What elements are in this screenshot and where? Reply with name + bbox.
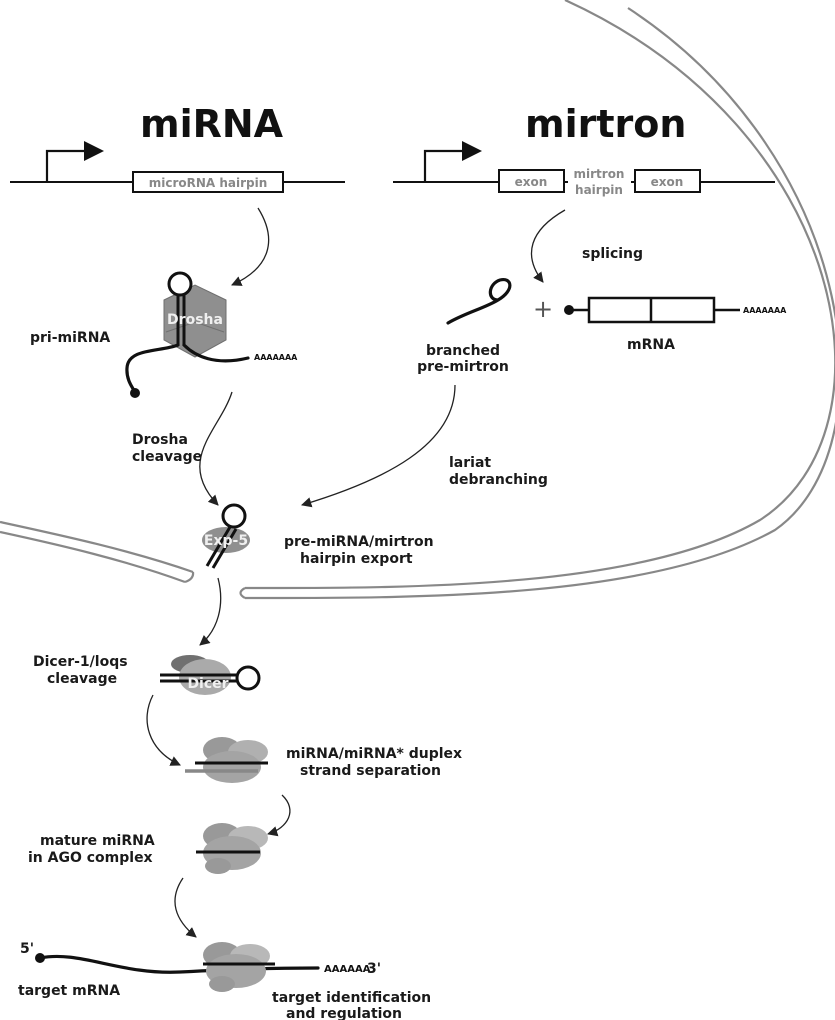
promoter-arrow-icon — [462, 141, 482, 161]
lariat-label-2: debranching — [449, 472, 548, 488]
drosha-cleavage-label-2: cleavage — [132, 449, 202, 465]
mature-label-2: in AGO complex — [28, 850, 153, 866]
branched-label-1: branched — [426, 343, 500, 359]
target-id-label-1: target identification — [272, 990, 431, 1006]
mirtron-hairpin-label-2: hairpin — [575, 183, 623, 197]
mrna-polya-label: AAAAAAA — [743, 306, 787, 315]
export-label-1: pre-miRNA/mirtron — [284, 534, 434, 550]
exportin-label: Exp-5 — [204, 533, 248, 549]
lariat-label-1: lariat — [449, 455, 491, 471]
duplex-label-2: strand separation — [300, 763, 441, 779]
mirna-gene: microRNA hairpin — [10, 141, 345, 193]
dicer-label-1: Dicer-1/loqs — [33, 654, 128, 670]
pri-mirna-structure: Drosha AAAAAAA — [125, 271, 298, 398]
target-id-label-2: and regulation — [286, 1006, 402, 1020]
mature-label-1: mature miRNA — [40, 833, 155, 849]
exon-box-right — [634, 169, 701, 193]
five-prime-label: 5' — [20, 941, 34, 957]
promoter-arrow-icon — [84, 141, 104, 161]
ago-complex-structure — [196, 823, 268, 874]
pre-mirna-export-structure: Exp-5 — [202, 503, 250, 569]
microrna-hairpin-label: microRNA hairpin — [149, 176, 268, 190]
mirtron-hairpin-label-1: mirtron — [574, 167, 625, 181]
exon-left-label: exon — [515, 175, 548, 189]
pri-polya-label: AAAAAAA — [254, 353, 298, 362]
pri-mirna-label: pri-miRNA — [30, 330, 110, 346]
target-complex-structure — [35, 942, 320, 992]
dicer-label-2: cleavage — [47, 671, 117, 687]
drosha-label: Drosha — [167, 312, 223, 328]
microrna-hairpin-box — [132, 171, 284, 193]
duplex-label-1: miRNA/miRNA* duplex — [286, 746, 462, 762]
exportin-shape — [202, 527, 250, 553]
mrna-label: mRNA — [627, 337, 675, 353]
dicer-structure: Dicer — [160, 655, 261, 695]
mirtron-title: mirtron — [525, 102, 686, 146]
export-label-2: hairpin export — [300, 551, 413, 567]
target-mrna-label: target mRNA — [18, 983, 120, 999]
drosha-cleavage-label-1: Drosha — [132, 432, 188, 448]
mirna-title: miRNA — [140, 102, 284, 146]
exon-box-left — [498, 169, 565, 193]
splicing-label: splicing — [582, 246, 643, 262]
nuclear-envelope — [0, 0, 835, 600]
pathway-arrows — [146, 207, 566, 938]
target-polya-label: AAAAAA — [324, 964, 371, 975]
spliced-mrna: AAAAAAA — [564, 296, 787, 324]
branched-label-2: pre-mirtron — [417, 359, 509, 375]
plus-sign: + — [533, 295, 553, 323]
three-prime-label: 3' — [367, 961, 381, 977]
branched-pre-mirtron — [446, 277, 512, 325]
duplex-structure — [185, 737, 268, 783]
exon-right-label: exon — [651, 175, 684, 189]
mirtron-gene: exon exon mirtron hairpin — [393, 141, 775, 197]
dicer-label: Dicer — [187, 676, 228, 692]
